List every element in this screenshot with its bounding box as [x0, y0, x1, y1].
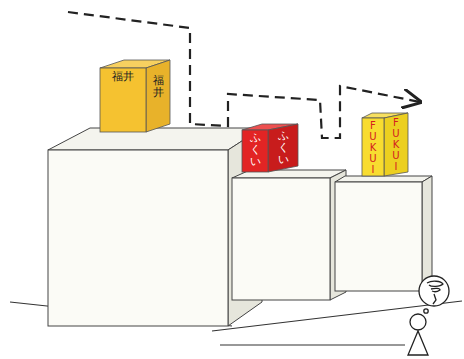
building [335, 176, 432, 291]
sign-box: ふくい ふくい [242, 122, 300, 174]
sign-board [242, 124, 298, 172]
building [48, 128, 262, 326]
sign-board [100, 60, 170, 132]
sign-box: 福井 福井 [100, 58, 172, 134]
sign-text: FUKUI [391, 117, 401, 172]
wind-path [68, 12, 420, 138]
sign-text: FUKUI [368, 120, 378, 175]
sign-board [362, 113, 408, 176]
sign-text: ふくい [250, 132, 261, 168]
sign-text: 福井 [112, 71, 134, 83]
sign-box: FUKUI FUKUI [362, 112, 410, 178]
building [232, 170, 346, 300]
sign-text: 福井 [153, 75, 164, 99]
person-figure [408, 276, 449, 355]
sign-text: ふくい [278, 130, 289, 166]
